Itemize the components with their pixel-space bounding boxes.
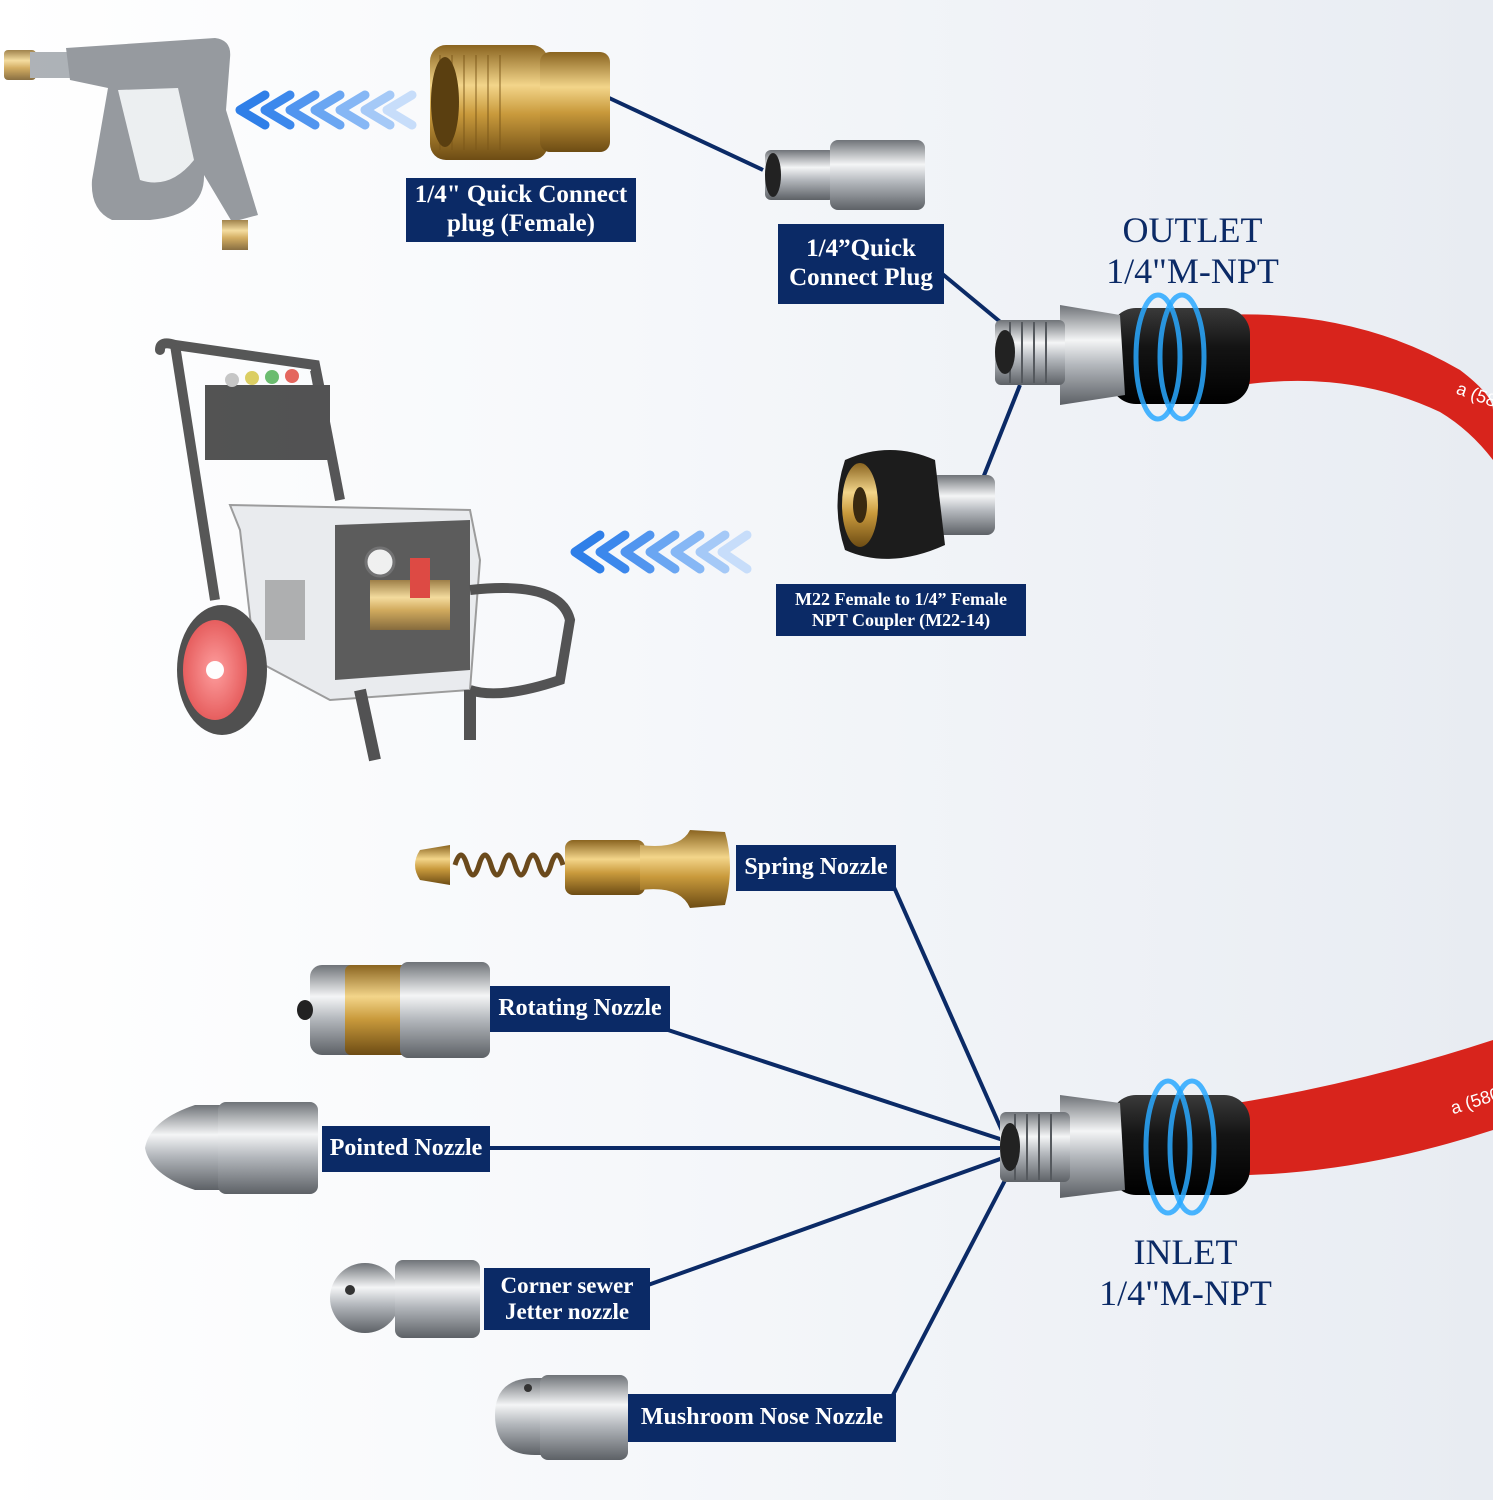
hose-inlet-icon: a (580 bbox=[1000, 1040, 1493, 1216]
outlet-heading-line2: 1/4"M-NPT bbox=[1106, 251, 1279, 292]
corner-nozzle-label-line1: Corner sewer bbox=[500, 1272, 634, 1298]
connector-lines bbox=[488, 95, 1022, 1396]
rotating-nozzle-label: Rotating Nozzle bbox=[490, 986, 670, 1032]
hose-outlet-icon: a (580 bbox=[995, 292, 1493, 460]
arrow-chevrons-icon bbox=[235, 90, 417, 130]
qc-plug-label: 1/4”Quick Connect Plug bbox=[778, 224, 944, 304]
spring-nozzle-icon bbox=[415, 830, 730, 908]
spring-nozzle-label-text: Spring Nozzle bbox=[744, 854, 888, 881]
qc-female-label: 1/4" Quick Connect plug (Female) bbox=[406, 178, 636, 242]
inlet-heading-line2: 1/4"M-NPT bbox=[1099, 1273, 1272, 1314]
m22-label: M22 Female to 1/4” Female NPT Coupler (M… bbox=[776, 584, 1026, 636]
quick-connect-female-icon bbox=[430, 45, 610, 160]
arrow-chevrons-icon bbox=[570, 530, 752, 574]
spring-nozzle-label: Spring Nozzle bbox=[736, 845, 896, 891]
mushroom-nozzle-label: Mushroom Nose Nozzle bbox=[628, 1394, 896, 1442]
mushroom-nozzle-label-text: Mushroom Nose Nozzle bbox=[640, 1404, 884, 1431]
m22-coupler-icon bbox=[837, 450, 995, 559]
outlet-heading: OUTLET 1/4"M-NPT bbox=[1075, 210, 1310, 293]
spray-gun-icon bbox=[4, 38, 258, 250]
corner-nozzle-icon bbox=[330, 1260, 480, 1338]
rotating-nozzle-label-text: Rotating Nozzle bbox=[498, 995, 662, 1022]
pressure-washer-icon bbox=[155, 338, 576, 762]
qc-plug-label-line1: 1/4”Quick bbox=[806, 235, 916, 263]
qc-female-label-line1: 1/4" Quick Connect bbox=[414, 181, 628, 209]
pointed-nozzle-label: Pointed Nozzle bbox=[322, 1126, 490, 1172]
corner-nozzle-label: Corner sewer Jetter nozzle bbox=[484, 1268, 650, 1330]
corner-nozzle-label-line2: Jetter nozzle bbox=[504, 1299, 630, 1324]
pointed-nozzle-icon bbox=[145, 1102, 318, 1194]
qc-plug-label-line2: Connect Plug bbox=[789, 264, 933, 291]
inlet-heading-line1: INLET bbox=[1133, 1232, 1238, 1272]
m22-label-line1: M22 Female to 1/4” Female bbox=[795, 589, 1007, 610]
quick-connect-plug-icon bbox=[765, 140, 925, 210]
qc-female-label-line2: plug (Female) bbox=[447, 210, 595, 237]
m22-label-line2: NPT Coupler (M22-14) bbox=[811, 610, 991, 630]
rotating-nozzle-icon bbox=[297, 962, 490, 1058]
inlet-heading: INLET 1/4"M-NPT bbox=[1068, 1232, 1303, 1315]
mushroom-nozzle-icon bbox=[495, 1375, 628, 1460]
pointed-nozzle-label-text: Pointed Nozzle bbox=[329, 1135, 483, 1162]
outlet-heading-line1: OUTLET bbox=[1122, 210, 1263, 250]
